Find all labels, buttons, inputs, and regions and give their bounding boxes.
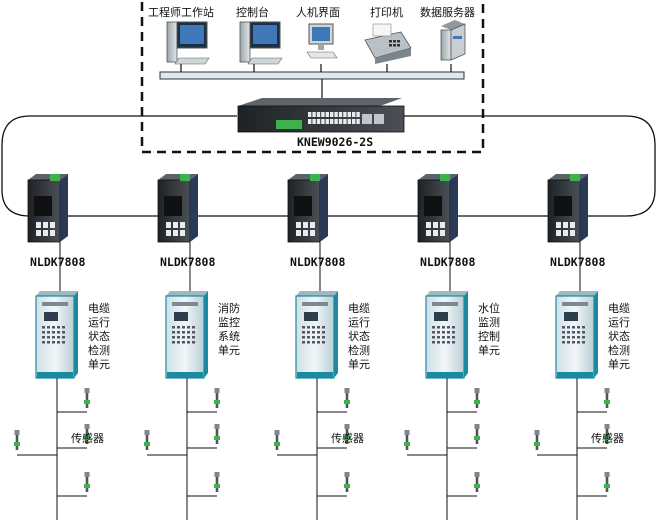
sensor-icon bbox=[14, 430, 20, 450]
workstation-2: 控制台 bbox=[236, 5, 283, 72]
sensor-icon bbox=[404, 430, 410, 450]
unit-label-line: 电缆 bbox=[608, 302, 630, 315]
control-cabinet-icon bbox=[165, 291, 208, 379]
industrial-switch-icon bbox=[27, 174, 68, 243]
control-cabinet-icon bbox=[425, 291, 468, 379]
control-room-boundary bbox=[140, 2, 485, 154]
field-switch-label: NLDK7808 bbox=[30, 255, 85, 269]
unit-label-line: 单元 bbox=[218, 344, 240, 357]
workstation-bus bbox=[159, 71, 465, 80]
unit-label-line: 单元 bbox=[348, 358, 370, 371]
industrial-switch-icon bbox=[417, 174, 458, 243]
workstation-3: 人机界面 bbox=[296, 5, 340, 72]
unit-label-line: 状态 bbox=[608, 329, 630, 343]
sensor-label: 传感器 bbox=[71, 432, 104, 445]
workstation-label: 数据服务器 bbox=[420, 5, 475, 19]
sensor-icon bbox=[144, 430, 150, 450]
unit-label-line: 运行 bbox=[608, 316, 630, 329]
workstation-1: 工程师工作站 bbox=[148, 5, 214, 72]
sensor-label: 传感器 bbox=[331, 432, 364, 445]
unit-label-line: 检测 bbox=[608, 343, 630, 357]
unit-label-line: 运行 bbox=[348, 316, 370, 329]
sensor-icon bbox=[344, 472, 350, 492]
unit-label-line: 状态 bbox=[88, 329, 110, 343]
field-switch-label: NLDK7808 bbox=[160, 255, 215, 269]
core-switch-label: KNEW9026-2S bbox=[297, 135, 373, 149]
sensor-icon bbox=[84, 424, 90, 444]
sensor-icon bbox=[604, 472, 610, 492]
unit-label-line: 系统 bbox=[218, 330, 240, 343]
workstation-4: 打印机 bbox=[364, 5, 412, 72]
sensor-icon bbox=[534, 430, 540, 450]
sensor-icon bbox=[84, 388, 90, 408]
unit-label-line: 状态 bbox=[348, 329, 370, 343]
unit-label-line: 电缆 bbox=[88, 302, 110, 315]
sensor-icon bbox=[214, 472, 220, 492]
sensor-icon bbox=[604, 424, 610, 444]
sensor-label: 传感器 bbox=[591, 432, 624, 445]
monitor-icon bbox=[306, 23, 338, 59]
sensor-icon bbox=[344, 424, 350, 444]
sensor-icon bbox=[214, 424, 220, 444]
sensor-icon bbox=[474, 424, 480, 444]
industrial-switch-icon bbox=[547, 174, 588, 243]
fax-printer-icon bbox=[364, 23, 412, 64]
control-cabinet-icon bbox=[555, 291, 598, 379]
unit-label-line: 监控 bbox=[218, 315, 240, 329]
field-switch-label: NLDK7808 bbox=[420, 255, 475, 269]
sensor-icon bbox=[214, 388, 220, 408]
sensor-icon bbox=[274, 430, 280, 450]
industrial-switch-icon bbox=[157, 174, 198, 243]
unit-label-line: 电缆 bbox=[348, 302, 370, 315]
unit-label-line: 监测 bbox=[478, 316, 500, 329]
unit-label-line: 消防 bbox=[218, 301, 240, 315]
control-cabinet-icon bbox=[35, 291, 78, 379]
field-switch-label: NLDK7808 bbox=[550, 255, 605, 269]
unit-label-line: 单元 bbox=[88, 358, 110, 371]
unit-label-line: 控制 bbox=[478, 329, 500, 343]
workstation-label: 工程师工作站 bbox=[148, 5, 214, 19]
workstation-5: 数据服务器 bbox=[420, 5, 475, 72]
industrial-switch-icon bbox=[287, 174, 328, 243]
field-switch-label: NLDK7808 bbox=[290, 255, 345, 269]
sensor-icon bbox=[344, 388, 350, 408]
sensor-icon bbox=[474, 388, 480, 408]
workstation-label: 控制台 bbox=[236, 5, 269, 19]
unit-label-line: 检测 bbox=[88, 343, 110, 357]
sensor-icon bbox=[84, 472, 90, 492]
computer-icon bbox=[239, 21, 283, 65]
computer-icon bbox=[166, 21, 210, 65]
unit-label-line: 水位 bbox=[478, 301, 500, 315]
unit-label-line: 单元 bbox=[478, 344, 500, 357]
control-cabinet-icon bbox=[295, 291, 338, 379]
core-switch bbox=[237, 98, 405, 133]
unit-label-line: 单元 bbox=[608, 358, 630, 371]
sensor-icon bbox=[604, 388, 610, 408]
workstation-label: 打印机 bbox=[370, 5, 403, 19]
workstation-label: 人机界面 bbox=[296, 5, 340, 19]
sensor-icon bbox=[474, 472, 480, 492]
unit-label-line: 检测 bbox=[348, 343, 370, 357]
server-icon bbox=[440, 20, 466, 61]
unit-label-line: 运行 bbox=[88, 316, 110, 329]
